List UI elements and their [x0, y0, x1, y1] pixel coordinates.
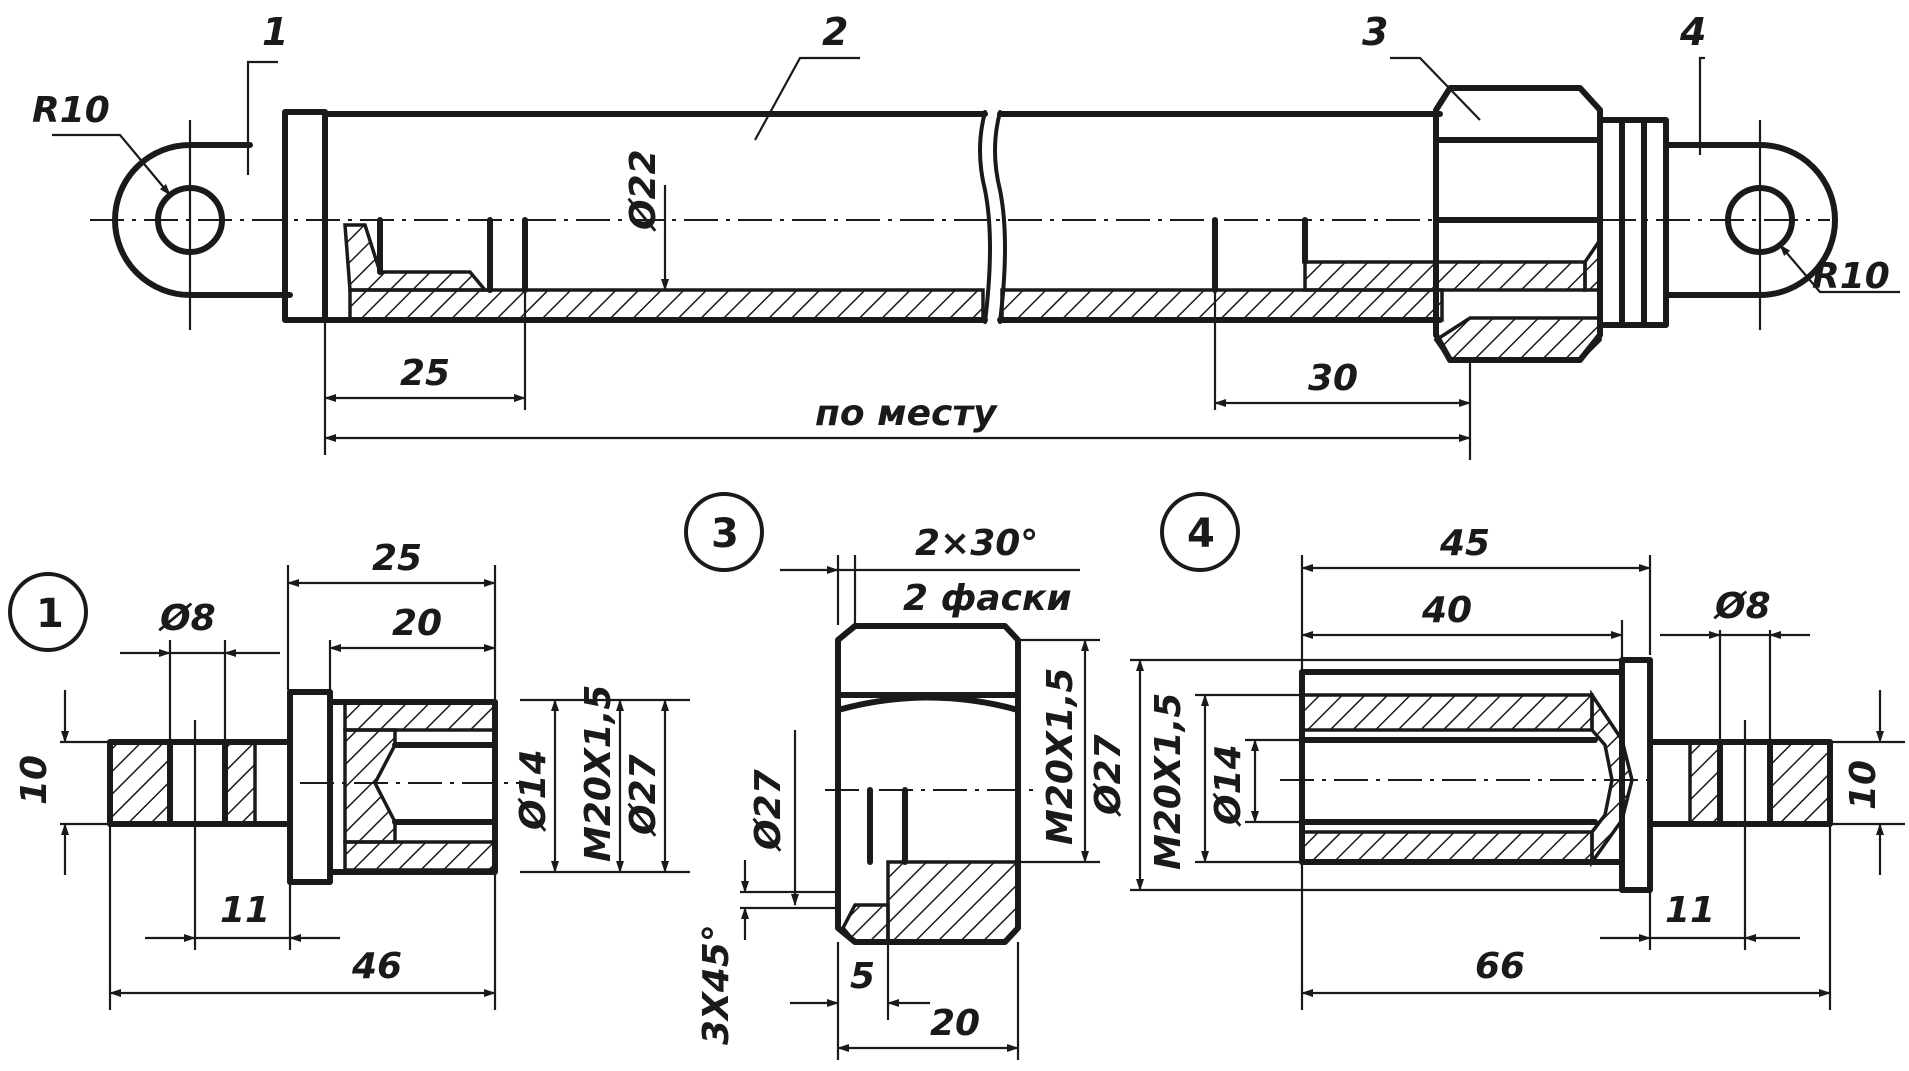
detail-1-callout: 1 [36, 591, 64, 637]
right-eye-lug [1583, 117, 1838, 330]
detail-3-view: 3 2×30° 2 фаски Ø27 M20X1,5 3X45° [684, 492, 1100, 1060]
d4-dim-45: 45 [1439, 523, 1490, 564]
d4-dim-d27: Ø27 [1088, 734, 1129, 817]
d3-dim-5: 5 [850, 956, 875, 997]
cylinder-tube [322, 110, 1587, 324]
d1-dim-11: 11 [220, 890, 270, 931]
d4-dim-10: 10 [1843, 760, 1884, 810]
d1-dim-10: 10 [14, 755, 55, 805]
detail-1-view: 1 [8, 538, 690, 1010]
d3-dim-thread: M20X1,5 [1040, 668, 1081, 845]
lock-nut [1433, 85, 1603, 363]
d4-dim-d8: Ø8 [1713, 586, 1771, 627]
dim-in-place: по месту [815, 393, 998, 434]
part-label-3: 3 [1362, 10, 1388, 54]
d4-dim-40: 40 [1421, 590, 1472, 631]
dim-25-assembly: 25 [400, 353, 450, 394]
left-eye-lug [112, 109, 328, 330]
dim-r10-right: R10 [1812, 256, 1890, 297]
d1-dim-thread: M20X1,5 [578, 685, 619, 862]
d3-dim-chamfer-angle: 2×30° [915, 523, 1038, 564]
dim-d22: Ø22 [623, 149, 664, 232]
part-label-4: 4 [1679, 10, 1706, 54]
detail-4-view: 4 [1088, 492, 1905, 1010]
d1-dim-d27: Ø27 [623, 754, 664, 837]
part-label-1: 1 [262, 10, 288, 54]
d1-dim-d14: Ø14 [513, 749, 554, 832]
d1-dim-46: 46 [351, 946, 402, 987]
assembly-view: 1 2 3 4 R10 R10 Ø22 25 30 по месту [32, 10, 1900, 460]
d1-dim-25: 25 [372, 538, 422, 579]
d3-dim-20: 20 [930, 1003, 980, 1044]
d1-dim-20: 20 [392, 603, 442, 644]
dim-30-assembly: 30 [1308, 358, 1358, 399]
d4-dim-thread: M20X1,5 [1148, 693, 1189, 870]
d1-dim-d8: Ø8 [158, 598, 216, 639]
d3-dim-d27: Ø27 [748, 769, 789, 852]
detail-4-callout: 4 [1187, 511, 1215, 557]
part-label-2: 2 [822, 10, 848, 54]
d4-dim-11: 11 [1665, 890, 1715, 931]
d3-dim-3x45: 3X45° [696, 924, 737, 1045]
dim-r10-left: R10 [32, 90, 110, 131]
d3-dim-chamfer-count: 2 фаски [903, 578, 1072, 619]
d4-dim-d14: Ø14 [1208, 744, 1249, 827]
d4-dim-66: 66 [1475, 946, 1525, 987]
detail-3-callout: 3 [711, 511, 739, 557]
